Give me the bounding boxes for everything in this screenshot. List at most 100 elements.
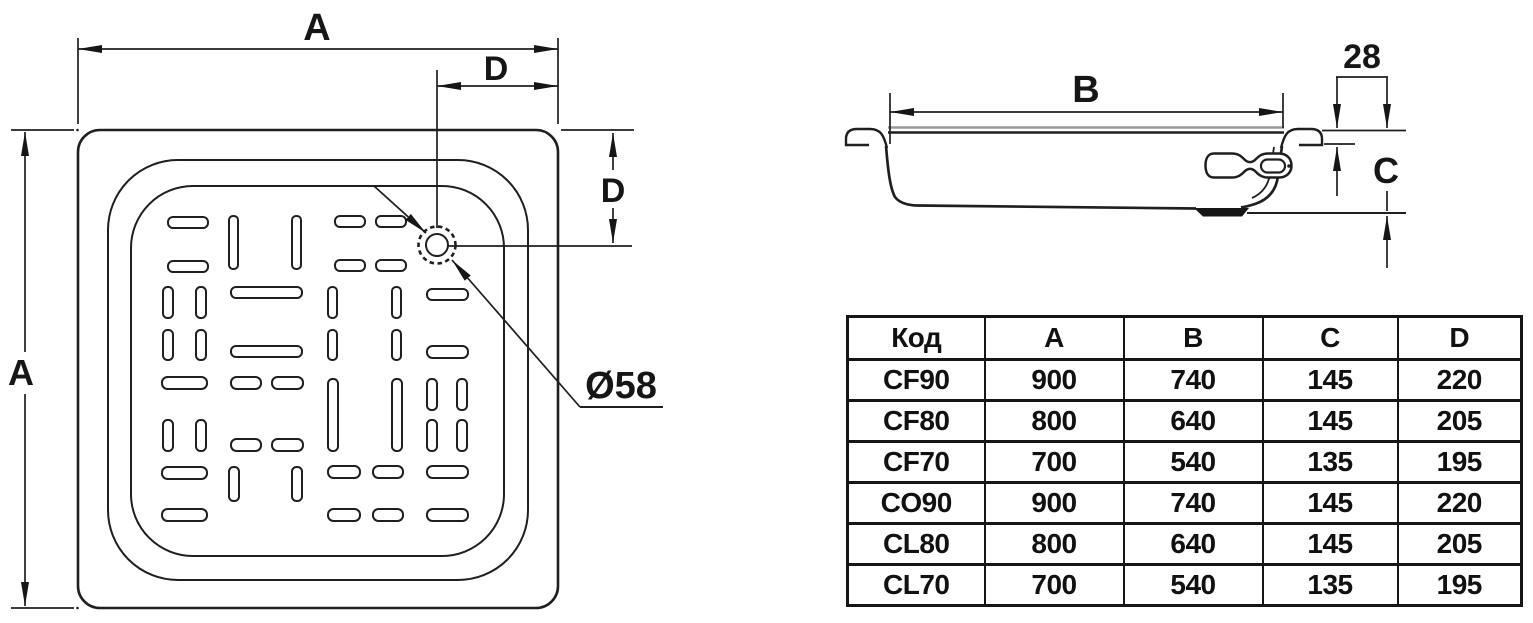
dim-label-a-top: A (303, 7, 330, 49)
dim-label-28: 28 (1343, 38, 1381, 76)
dim-label-c: C (1373, 150, 1399, 191)
left-flange (844, 127, 889, 149)
antislip-slot (372, 508, 404, 522)
table-cell: CL70 (846, 563, 986, 607)
drain-trap-dot (1287, 164, 1291, 168)
antislip-slot (426, 288, 469, 301)
table-cell: 900 (983, 481, 1125, 525)
table-cell: CO90 (846, 481, 986, 525)
table-cell: CF90 (846, 358, 986, 402)
table-cell: 145 (1261, 481, 1399, 525)
header-d: D (1396, 315, 1523, 361)
dimension-a-top (77, 38, 559, 124)
antislip-slot (391, 286, 402, 319)
antislip-slot (391, 329, 402, 361)
table-cell: 700 (983, 440, 1125, 484)
header-a: A (983, 315, 1125, 361)
antislip-slot (162, 286, 174, 319)
antislip-slot (327, 465, 361, 479)
table-cell: 220 (1396, 481, 1523, 525)
antislip-slot (426, 465, 469, 479)
antislip-slot (391, 378, 403, 452)
antislip-slot (195, 286, 207, 319)
side-view-drawing: B 28 C (844, 38, 1406, 268)
table-cell: 135 (1261, 563, 1399, 607)
table-cell: CF80 (846, 399, 986, 443)
antislip-slot (161, 508, 208, 522)
antislip-slot (167, 260, 209, 273)
table-cell: 145 (1261, 399, 1399, 443)
antislip-slot (291, 466, 303, 502)
antislip-slot (375, 259, 407, 272)
antislip-slot (162, 419, 174, 452)
antislip-slot (375, 215, 407, 228)
drain-outer-ring (417, 225, 457, 265)
table-cell: 205 (1396, 522, 1523, 566)
table-cell: CL80 (846, 522, 986, 566)
antislip-pattern (161, 215, 469, 522)
top-view-drawing: A D D A Ø58 (8, 7, 663, 610)
antislip-slot (271, 376, 304, 390)
antislip-slot (230, 376, 262, 390)
table-cell: 800 (983, 399, 1125, 443)
table-cell: 540 (1122, 563, 1264, 607)
antislip-slot (426, 508, 469, 522)
table-cell: CF70 (846, 440, 986, 484)
antislip-slot (230, 438, 262, 452)
antislip-slot (162, 329, 174, 361)
antislip-slot (230, 286, 303, 299)
dimension-28 (1322, 76, 1406, 196)
table-cell: 195 (1396, 563, 1523, 607)
antislip-slot (456, 419, 468, 452)
header-c: C (1261, 315, 1399, 361)
antislip-slot (228, 466, 240, 502)
antislip-slot (195, 419, 207, 452)
table-cell: 700 (983, 563, 1125, 607)
table-cell: 640 (1122, 399, 1264, 443)
table-cell: 205 (1396, 399, 1523, 443)
dim-label-d-right: D (601, 172, 626, 210)
dim-label-d-top: D (484, 50, 509, 88)
dim-label-b: B (1072, 69, 1099, 111)
dim-label-a-left: A (8, 352, 34, 393)
antislip-slot (161, 376, 208, 390)
antislip-slot (327, 329, 338, 361)
table-cell: 900 (983, 358, 1125, 402)
table-cell: 640 (1122, 522, 1264, 566)
header-b: B (1122, 315, 1264, 361)
drain-diameter-leader (373, 185, 663, 408)
table-cell: 740 (1122, 358, 1264, 402)
antislip-slot (426, 345, 469, 359)
dimension-a-left (11, 128, 79, 610)
antislip-slot (291, 215, 302, 270)
header-code: Код (846, 315, 986, 361)
table-header-row: Код A B C D (846, 315, 1523, 361)
antislip-slot (327, 378, 339, 452)
table-cell: 145 (1261, 522, 1399, 566)
table-cell: 195 (1396, 440, 1523, 484)
right-flange (1279, 127, 1324, 149)
antislip-slot (327, 508, 361, 522)
tray-outer-edge (76, 128, 560, 610)
table-cell: 135 (1261, 440, 1399, 484)
antislip-slot (271, 438, 304, 452)
drain-hole (425, 233, 449, 257)
table-cell: 220 (1396, 358, 1523, 402)
table-cell: 740 (1122, 481, 1264, 525)
antislip-slot (230, 345, 303, 358)
tray-floor-edge (130, 185, 505, 557)
antislip-slot (426, 378, 438, 411)
tray-profile-left-bottom (884, 145, 1197, 210)
tray-foot (1194, 208, 1249, 217)
antislip-slot (161, 466, 208, 480)
antislip-slot (167, 216, 209, 229)
antislip-slot (334, 259, 366, 272)
